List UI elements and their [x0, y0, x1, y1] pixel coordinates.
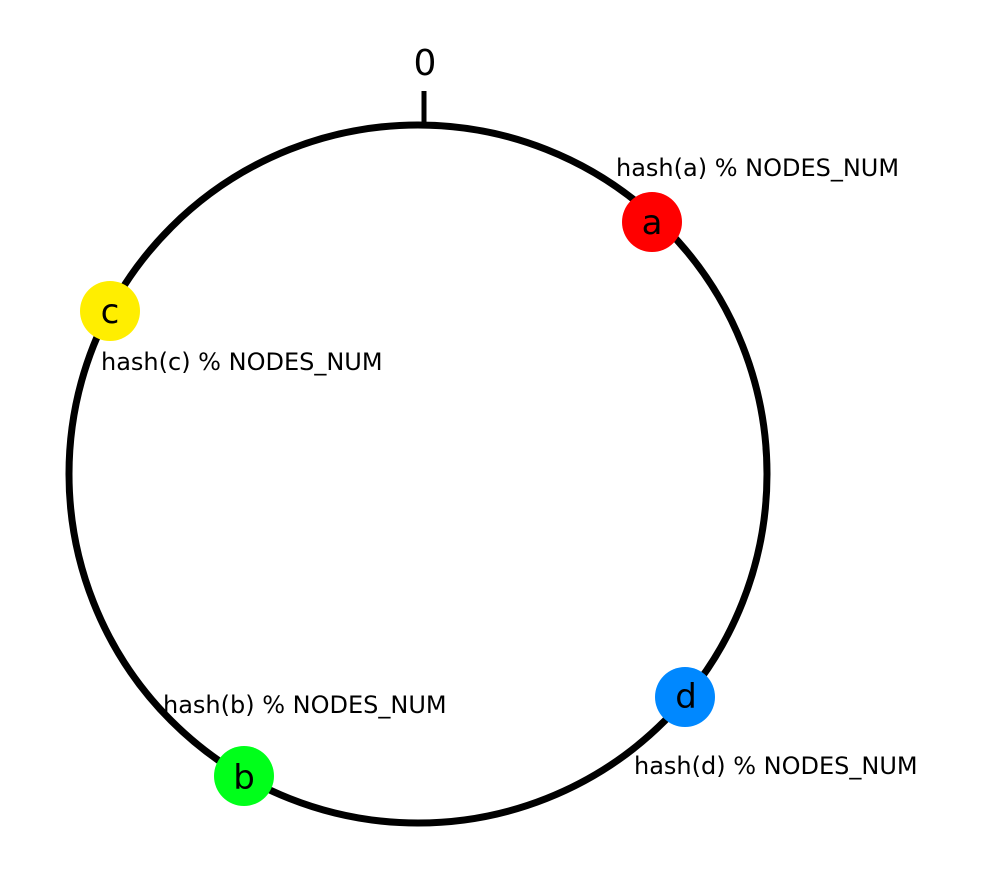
node-a-letter: a	[642, 203, 663, 243]
node-c-label: hash(c) % NODES_NUM	[101, 348, 383, 376]
node-a-label: hash(a) % NODES_NUM	[616, 154, 899, 182]
node-b: b hash(b) % NODES_NUM	[163, 691, 447, 806]
node-d: d hash(d) % NODES_NUM	[634, 667, 918, 780]
node-b-marker	[214, 746, 274, 806]
node-b-label: hash(b) % NODES_NUM	[163, 691, 447, 719]
node-a-marker	[622, 192, 682, 252]
node-c: c hash(c) % NODES_NUM	[80, 281, 383, 376]
node-a: a hash(a) % NODES_NUM	[616, 154, 899, 252]
node-c-letter: c	[101, 292, 120, 332]
node-b-letter: b	[233, 758, 255, 798]
node-d-letter: d	[675, 677, 697, 717]
hash-ring	[65, 121, 771, 827]
node-d-label: hash(d) % NODES_NUM	[634, 752, 918, 780]
node-d-marker	[655, 667, 715, 727]
node-c-marker	[80, 281, 140, 341]
origin-label: 0	[414, 43, 437, 84]
